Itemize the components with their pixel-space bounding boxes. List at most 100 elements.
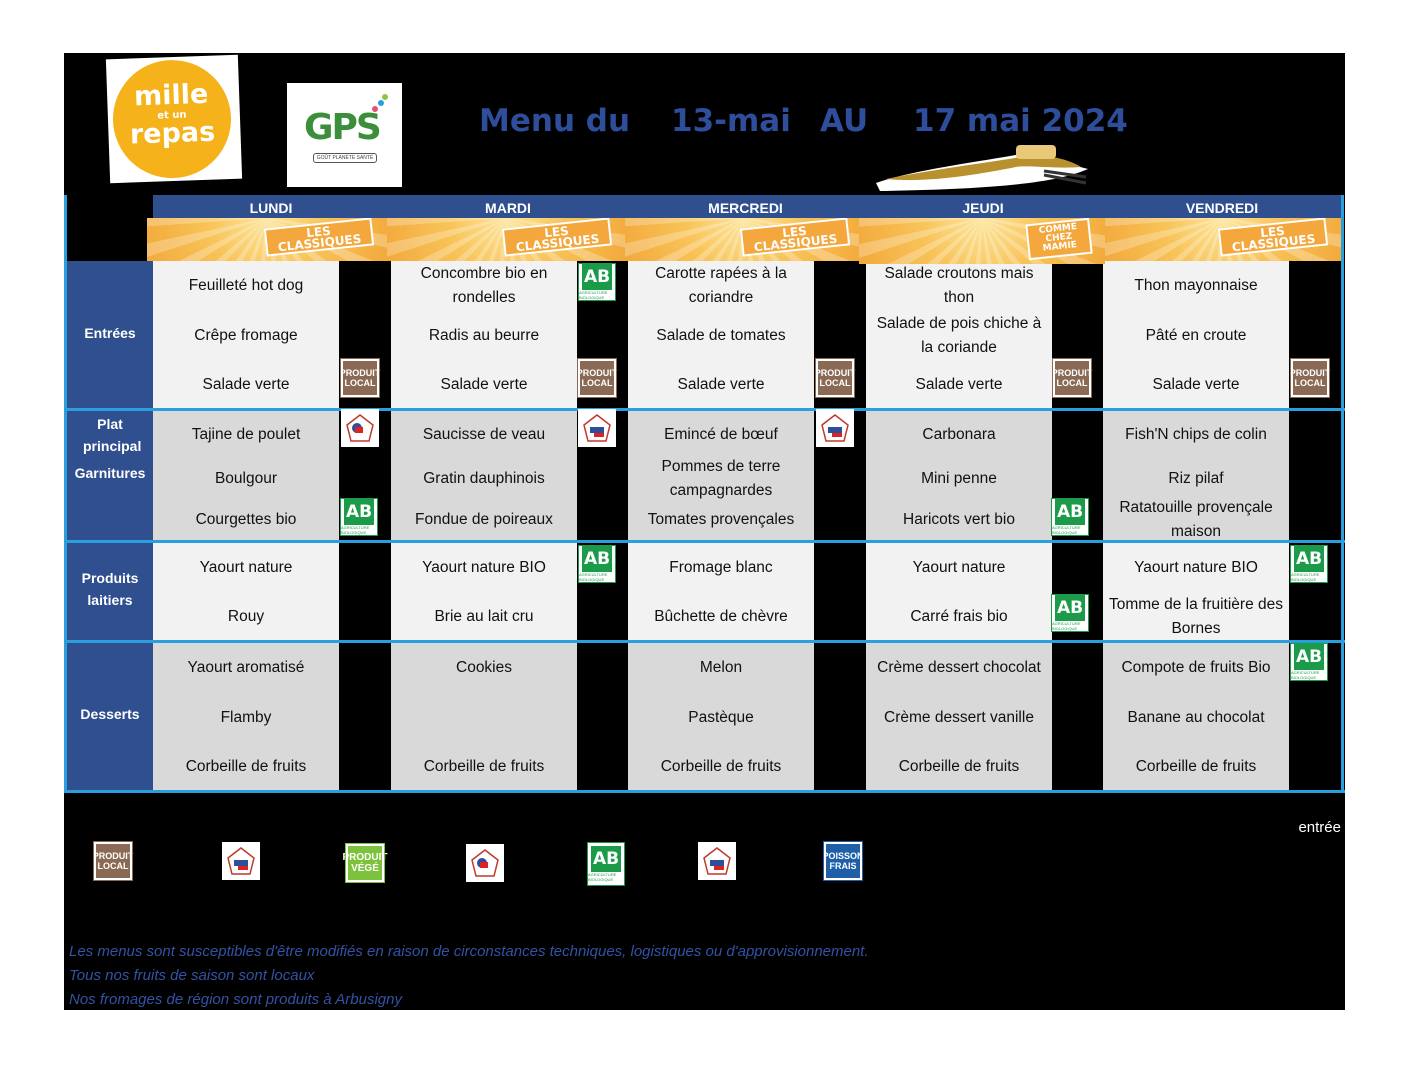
menu-item-entrees: Salade verte	[915, 375, 1003, 393]
menu-item-desserts: Corbeille de fruits	[898, 757, 1020, 775]
cell-background	[628, 411, 814, 540]
menu-item-laitiers: Bûchette de chèvre	[654, 607, 788, 625]
menu-item-laitiers: Rouy	[227, 607, 265, 625]
produit-local-icon: PRODUIT LOCAL	[815, 358, 855, 398]
menu-item-plats: Saucisse de veau	[422, 426, 546, 443]
menu-item-desserts: Flamby	[220, 709, 272, 726]
menu-item-entrees: Concombre bio en rondelles	[420, 265, 548, 306]
entree-note: entrée	[1298, 819, 1341, 836]
menu-item-plats: Emincé de bœuf	[664, 426, 778, 443]
cell-background	[391, 643, 577, 790]
footnote-menus: Les menus sont susceptibles d'être modif…	[69, 943, 869, 960]
menu-item-laitiers: Fromage blanc	[669, 559, 773, 576]
menu-item-plats: Mini penne	[921, 470, 997, 487]
cell-background	[866, 543, 1052, 640]
menu-sheet: mille et un repas GPS GOÛT PLANÈTE SANTÉ…	[64, 53, 1345, 1010]
menu-item-laitiers: Yaourt nature	[912, 559, 1006, 576]
menu-item-entrees: Salade verte	[202, 375, 290, 393]
cell-background	[866, 411, 1052, 540]
menu-item-entrees: Salade verte	[440, 375, 528, 393]
produit-local-icon: PRODUIT LOCAL	[340, 358, 380, 398]
footnote-fromages: Nos fromages de région sont produits à A…	[69, 991, 402, 1008]
row-label-desserts: Desserts	[67, 643, 153, 790]
menu-item-desserts: Compote de fruits Bio	[1121, 659, 1271, 676]
cell-background	[391, 543, 577, 640]
menu-item-plats: Fish'N chips de colin	[1125, 426, 1267, 443]
cell-background	[153, 643, 339, 790]
cell-background	[391, 411, 577, 540]
menu-item-entrees: Salade de tomates	[656, 327, 786, 344]
banner-mardi: LES CLASSIQUES	[387, 218, 625, 261]
legend-volaille-francaise-icon	[466, 844, 504, 882]
row-separator	[64, 640, 1345, 643]
cell-background	[628, 543, 814, 640]
row-separator	[64, 790, 1345, 793]
menu-item-plats: Haricots vert bio	[903, 510, 1015, 528]
menu-item-plats: Fondue de poireaux	[415, 510, 553, 528]
footnote-fruits: Tous nos fruits de saison sont locaux	[69, 967, 315, 984]
produit-local-icon: PRODUIT LOCAL	[577, 358, 617, 398]
menu-item-entrees: Carotte rapées à la coriandre	[655, 265, 787, 306]
cell-background	[153, 543, 339, 640]
day-header-mardi: MARDI	[389, 195, 627, 218]
menu-item-desserts: Crème dessert vanille	[884, 709, 1034, 726]
menu-item-plats: Tajine de poulet	[191, 426, 301, 443]
menu-item-plats: Courgettes bio	[195, 510, 297, 528]
menu-item-entrees: Salade croutons mais thon	[884, 265, 1034, 306]
menu-item-entrees: Feuilleté hot dog	[188, 277, 304, 294]
cell-background	[866, 643, 1052, 790]
day-header-jeudi: JEUDI	[864, 195, 1102, 218]
title-end-date: 17 mai 2024	[913, 103, 1128, 139]
menu-item-desserts: Cookies	[456, 659, 512, 676]
legend-viande-bovine-francaise-icon	[222, 842, 260, 880]
banner-mercredi: LES CLASSIQUES	[625, 218, 863, 261]
cell-background	[153, 411, 339, 540]
cell-background	[153, 261, 339, 408]
row-separator	[64, 540, 1345, 543]
menu-item-desserts: Corbeille de fruits	[185, 757, 307, 775]
day-header-mercredi: MERCREDI	[627, 195, 864, 218]
day-header-vendredi: VENDREDI	[1102, 195, 1342, 218]
menu-item-entrees: Pâté en croute	[1145, 327, 1247, 344]
menu-item-plats: Tomates provençales	[647, 510, 795, 528]
cell-background	[866, 261, 1052, 408]
row-label-plat-principal: Plat principal	[83, 416, 142, 454]
menu-item-entrees: Radis au beurre	[428, 327, 540, 344]
menu-item-desserts: Pastèque	[688, 709, 754, 726]
produit-local-icon: PRODUIT LOCAL	[1290, 358, 1330, 398]
menu-item-desserts: Corbeille de fruits	[1135, 757, 1257, 775]
banner-jeudi: COMME CHEZ MAMIE	[859, 218, 1105, 264]
table-left-border	[64, 195, 67, 793]
cell-background	[1103, 411, 1289, 540]
menu-item-plats: Gratin dauphinois	[423, 470, 545, 487]
menu-item-laitiers: Yaourt nature BIO	[422, 559, 546, 576]
gps-logo: GPS GOÛT PLANÈTE SANTÉ	[287, 83, 402, 187]
menu-item-laitiers: Brie au lait cru	[434, 607, 534, 625]
cell-background	[628, 643, 814, 790]
menu-item-laitiers: Carré frais bio	[910, 607, 1008, 625]
menu-item-desserts: Crème dessert chocolat	[877, 659, 1041, 676]
menu-item-plats: Riz pilaf	[1168, 470, 1224, 487]
porc-francais-icon	[578, 409, 616, 447]
menu-item-desserts: Melon	[699, 659, 743, 676]
menu-item-laitiers: Tomme de la fruitière des Bornes	[1108, 595, 1284, 637]
spoon-fork-image	[876, 145, 1088, 191]
menu-item-entrees: Salade verte	[1152, 375, 1240, 393]
menu-item-plats: Pommes de terre campagnardes	[661, 458, 781, 499]
menu-item-entrees: Salade verte	[677, 375, 765, 393]
cell-background	[391, 261, 577, 408]
row-label-entrees: Entrées	[67, 261, 153, 408]
menu-item-entrees: Salade de pois chiche à la coriande	[876, 315, 1042, 356]
banner-vendredi: LES CLASSIQUES	[1105, 218, 1341, 261]
mille-et-un-repas-logo: mille et un repas	[105, 54, 243, 184]
cell-background	[1103, 261, 1289, 408]
row-label-garnitures: Garnitures	[74, 465, 146, 481]
menu-item-desserts: Banane au chocolat	[1127, 709, 1265, 726]
cell-background	[1103, 643, 1289, 790]
